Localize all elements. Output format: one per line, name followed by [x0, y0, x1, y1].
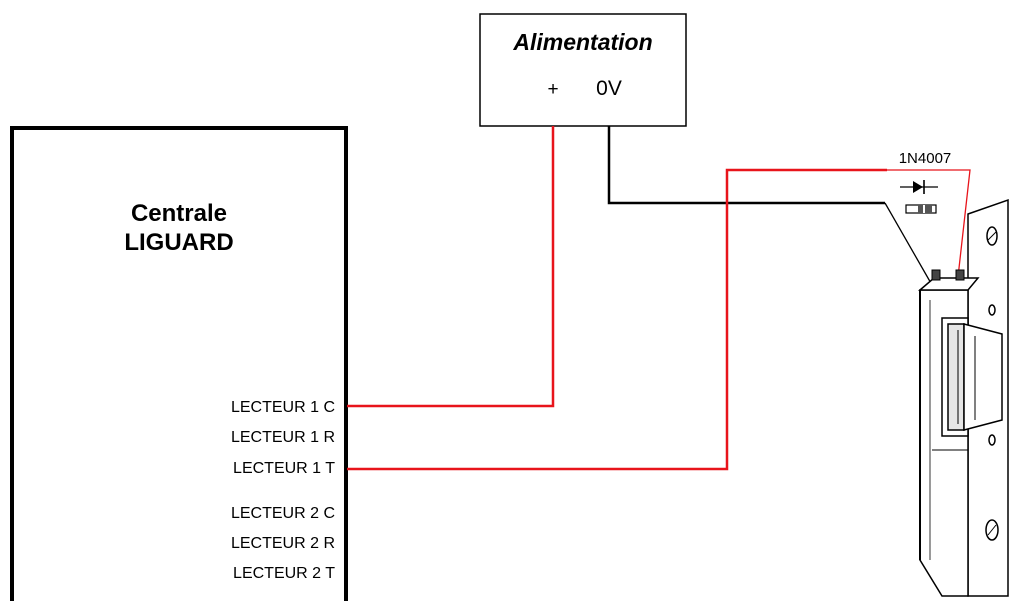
- power-plus-terminal: +: [547, 79, 558, 100]
- ground-wire: [607, 126, 885, 205]
- controller-title-line2: LIGUARD: [124, 229, 233, 256]
- controller-box: Centrale LIGUARD LECTEUR 1 C LECTEUR 1 R…: [10, 126, 348, 601]
- terminal-lecteur-2-r: LECTEUR 2 R: [231, 535, 335, 552]
- terminal-lecteur-1-r: LECTEUR 1 R: [231, 429, 335, 446]
- strike-keeper: [963, 323, 1003, 431]
- controller-title-line1: Centrale: [131, 200, 227, 227]
- diode-1n4007: 1N4007: [884, 150, 971, 286]
- terminal-lecteur-2-c: LECTEUR 2 C: [231, 505, 335, 522]
- lecteur-1-t-wire: [347, 168, 887, 471]
- diode-black-leader: [884, 202, 933, 286]
- electric-strike-lock: [917, 198, 1009, 597]
- diode-label: 1N4007: [899, 150, 952, 167]
- terminal-lecteur-1-c: LECTEUR 1 C: [231, 399, 335, 416]
- diode-red-leader: [887, 169, 971, 278]
- power-supply-title: Alimentation: [512, 29, 652, 55]
- terminal-lecteur-1-t: LECTEUR 1 T: [233, 460, 335, 477]
- power-zero-terminal: 0V: [596, 77, 622, 100]
- power-supply-box: Alimentation + 0V: [479, 13, 687, 127]
- terminal-lecteur-2-t: LECTEUR 2 T: [233, 565, 335, 582]
- strike-terminal-block: [917, 277, 980, 291]
- positive-supply-wire: [347, 126, 555, 408]
